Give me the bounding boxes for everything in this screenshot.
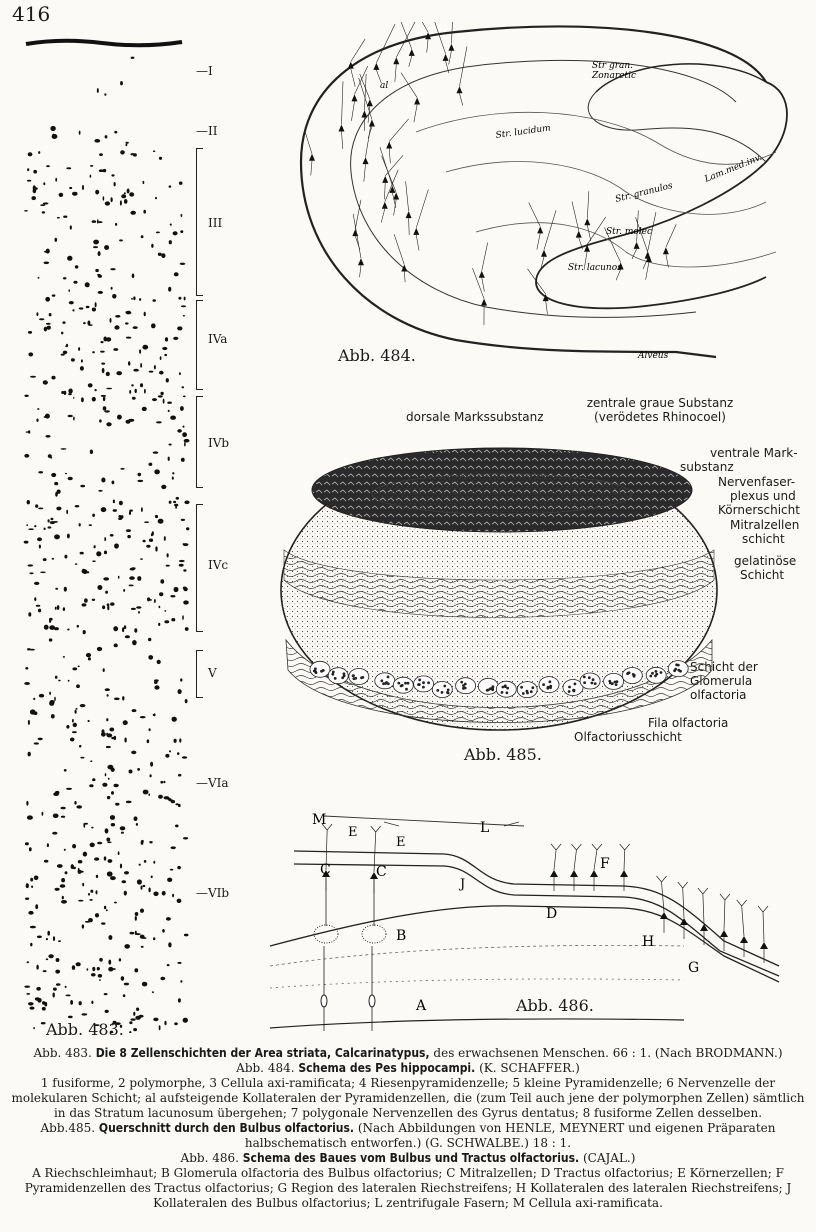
figure-captions: Abb. 483. Die 8 Zellenschichten der Area… [8,1046,808,1211]
caption-485-number: Abb.485. [40,1121,96,1135]
label-mitral-2: schicht [742,532,785,546]
label-gel-2: Schicht [740,568,785,582]
layer-label-II: —II [196,124,218,138]
bulbus-cross-section-illustration [280,447,718,731]
caption-483-title: Die 8 Zellenschichten der Area striata, … [95,1046,430,1060]
layer-label-VIb: —VIb [196,886,230,900]
label-fila: Fila olfactoria [648,716,729,730]
caption-486-number: Abb. 486. [180,1151,239,1165]
layer-label-VIa: —VIa [196,776,229,790]
layer-label-IVb: IVb [208,436,230,450]
letter-C: C [320,862,331,878]
caption-483: Abb. 483. Die 8 Zellenschichten der Area… [8,1046,808,1061]
caption-483-note: des erwachsenen Menschen. 66 : 1. (Nach … [433,1046,783,1060]
figure-485-label: Abb. 485. [464,745,542,764]
layer-label-V: V [208,666,217,680]
cortex-layer-illustration [23,38,190,1033]
letter-E: E [348,825,358,840]
label-alveus: Alveus [637,351,669,361]
figure-486-label: Abb. 486. [516,996,594,1015]
label-glom-3: olfactoria [690,688,747,702]
label-dorsal-marksubstanz: dorsale Markssubstanz [406,410,544,424]
layer-label-I: —I [196,64,213,78]
label-mitral-1: Mitralzellen [730,518,800,532]
label-zonaretic: Zonaretic [591,71,636,81]
caption-483-number: Abb. 483. [33,1046,92,1060]
layer-brace-III [196,148,203,296]
layer-brace-IVc [196,504,203,632]
label-ventral-2: substanz [680,460,734,474]
caption-485-note: (Nach Abbildungen von HENLE, MEYNERT und… [244,1121,776,1150]
layer-brace-IVa [196,300,203,390]
layer-brace-V [196,650,203,698]
label-str-lucidum: Str. lucidum [495,123,551,141]
letter-H: H [642,934,654,950]
page-number: 416 [12,2,51,26]
label-str-lacunos: Str. lacunos [568,263,622,273]
olfactory-tract-schematic: M E E L C C J F D B H G A [269,812,780,1031]
caption-484-number: Abb. 484. [236,1061,295,1075]
letter-B: B [396,928,406,944]
layer-brace-IVb [196,396,203,488]
letter-D: D [546,906,557,922]
label-gel-1: gelatinöse [734,554,797,568]
caption-486-title: Schema des Baues vom Bulbus und Tractus … [242,1151,580,1165]
caption-485-title: Querschnitt durch den Bulbus olfactorius… [98,1121,354,1135]
layer-label-IVc: IVc [208,558,229,572]
letter-G: G [688,960,699,976]
caption-484-title: Schema des Pes hippocampi. [298,1061,476,1075]
label-lamina: Lam.med.inv. [702,153,763,185]
letter-M: M [312,812,326,828]
letter-C-2: C [376,864,387,880]
caption-486-note: (CAJAL.) [582,1151,636,1165]
label-nerv-3: Körnerschicht [718,503,800,517]
caption-486-body: A Riechschleimhaut; B Glomerula olfactor… [24,1166,792,1210]
figure-484-label: Abb. 484. [338,346,416,365]
caption-485: Abb.485. Querschnitt durch den Bulbus ol… [8,1121,808,1151]
hippocampus-illustration: Str gran. Zonaretic Str. lucidum Str. gr… [299,22,788,361]
label-olf-layer: Olfactoriusschicht [574,730,682,744]
label-nerv-1: Nervenfaser- [718,475,796,489]
figure-483-label: Abb. 483. [46,1020,124,1039]
label-str-molec: Str. molec [606,227,652,237]
label-ventral-1: ventrale Mark- [710,446,798,460]
label-central-grey-2: (verödetes Rhinocoel) [594,410,726,424]
letter-F: F [600,856,610,872]
label-al: al [380,81,388,91]
label-str-gran: Str gran. [592,61,633,71]
layer-label-IVa: IVa [208,332,228,346]
letter-J: J [458,877,465,892]
letter-E-2: E [396,835,406,850]
label-glom-2: Glomerula [690,674,753,688]
label-central-grey-1: zentrale graue Substanz [586,396,734,410]
letter-A: A [415,998,427,1014]
layer-label-III: III [208,216,223,230]
letter-L: L [480,820,489,836]
caption-484-note: (K. SCHAFFER.) [479,1061,580,1075]
caption-484: Abb. 484. Schema des Pes hippocampi. (K.… [8,1061,808,1121]
caption-486: Abb. 486. Schema des Baues vom Bulbus un… [8,1151,808,1211]
label-nerv-2: plexus und [730,489,796,503]
caption-484-body: 1 fusiforme, 2 polymorphe, 3 Cellula axi… [11,1076,805,1120]
